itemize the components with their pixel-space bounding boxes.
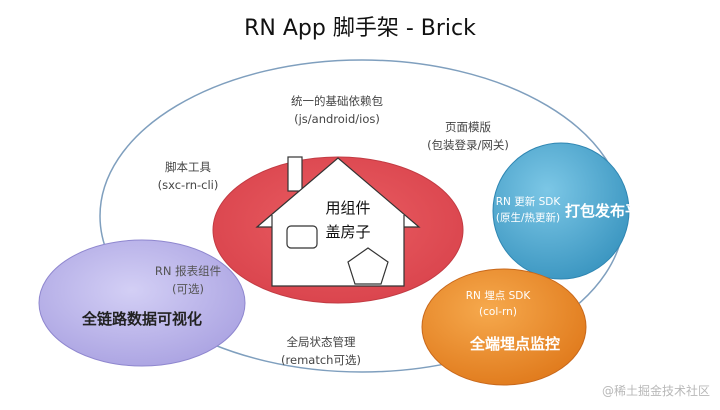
watermark: @稀土掘金技术社区 — [601, 384, 710, 398]
template-label-line2: (包装登录/网关) — [427, 138, 509, 152]
deps-label-line1: 统一的基础依赖包 — [291, 94, 383, 108]
monitor-sdk-label: RN 埋点 SDK (col-rn) — [448, 288, 548, 320]
state-label-line1: 全局状态管理 — [286, 335, 356, 349]
cli-label-line2: (sxc-rn-cli) — [157, 178, 219, 192]
house-label: 用组件 盖房子 — [308, 196, 388, 244]
report-label-line1: RN 报表组件 — [154, 264, 222, 278]
monitor-sdk-line2: (col-rn) — [479, 306, 517, 318]
state-label-line2: (rematch可选) — [281, 353, 361, 367]
deps-label-line2: (js/android/ios) — [294, 112, 380, 126]
diagram-title: RN App 脚手架 - Brick — [244, 16, 476, 41]
publish-platform-label: 打包发布平台 — [564, 202, 655, 220]
state-label: 全局状态管理 (rematch可选) — [256, 333, 386, 369]
visualization-circle — [38, 239, 246, 367]
house-label-line2: 盖房子 — [325, 223, 371, 241]
update-sdk-line1: RN 更新 SDK — [495, 196, 561, 208]
monitoring-circle — [421, 268, 587, 386]
update-sdk-label: RN 更新 SDK (原生/热更新) — [488, 194, 568, 226]
visualization-label: 全链路数据可视化 — [81, 310, 202, 328]
house-icon — [255, 156, 421, 287]
template-label-line1: 页面模版 — [445, 120, 491, 134]
report-label-line2: (可选) — [172, 282, 204, 296]
monitor-sdk-line1: RN 埋点 SDK — [465, 290, 531, 302]
template-label: 页面模版 (包装登录/网关) — [408, 118, 528, 154]
deps-label: 统一的基础依赖包 (js/android/ios) — [262, 92, 412, 128]
publish-platform-circle — [492, 142, 630, 280]
cli-label: 脚本工具 (sxc-rn-cli) — [128, 158, 248, 194]
house-label-line1: 用组件 — [325, 199, 371, 217]
report-label: RN 报表组件 (可选) — [128, 262, 248, 298]
cli-label-line1: 脚本工具 — [165, 160, 211, 174]
monitoring-label: 全端埋点监控 — [469, 335, 560, 353]
update-sdk-line2: (原生/热更新) — [495, 212, 561, 224]
